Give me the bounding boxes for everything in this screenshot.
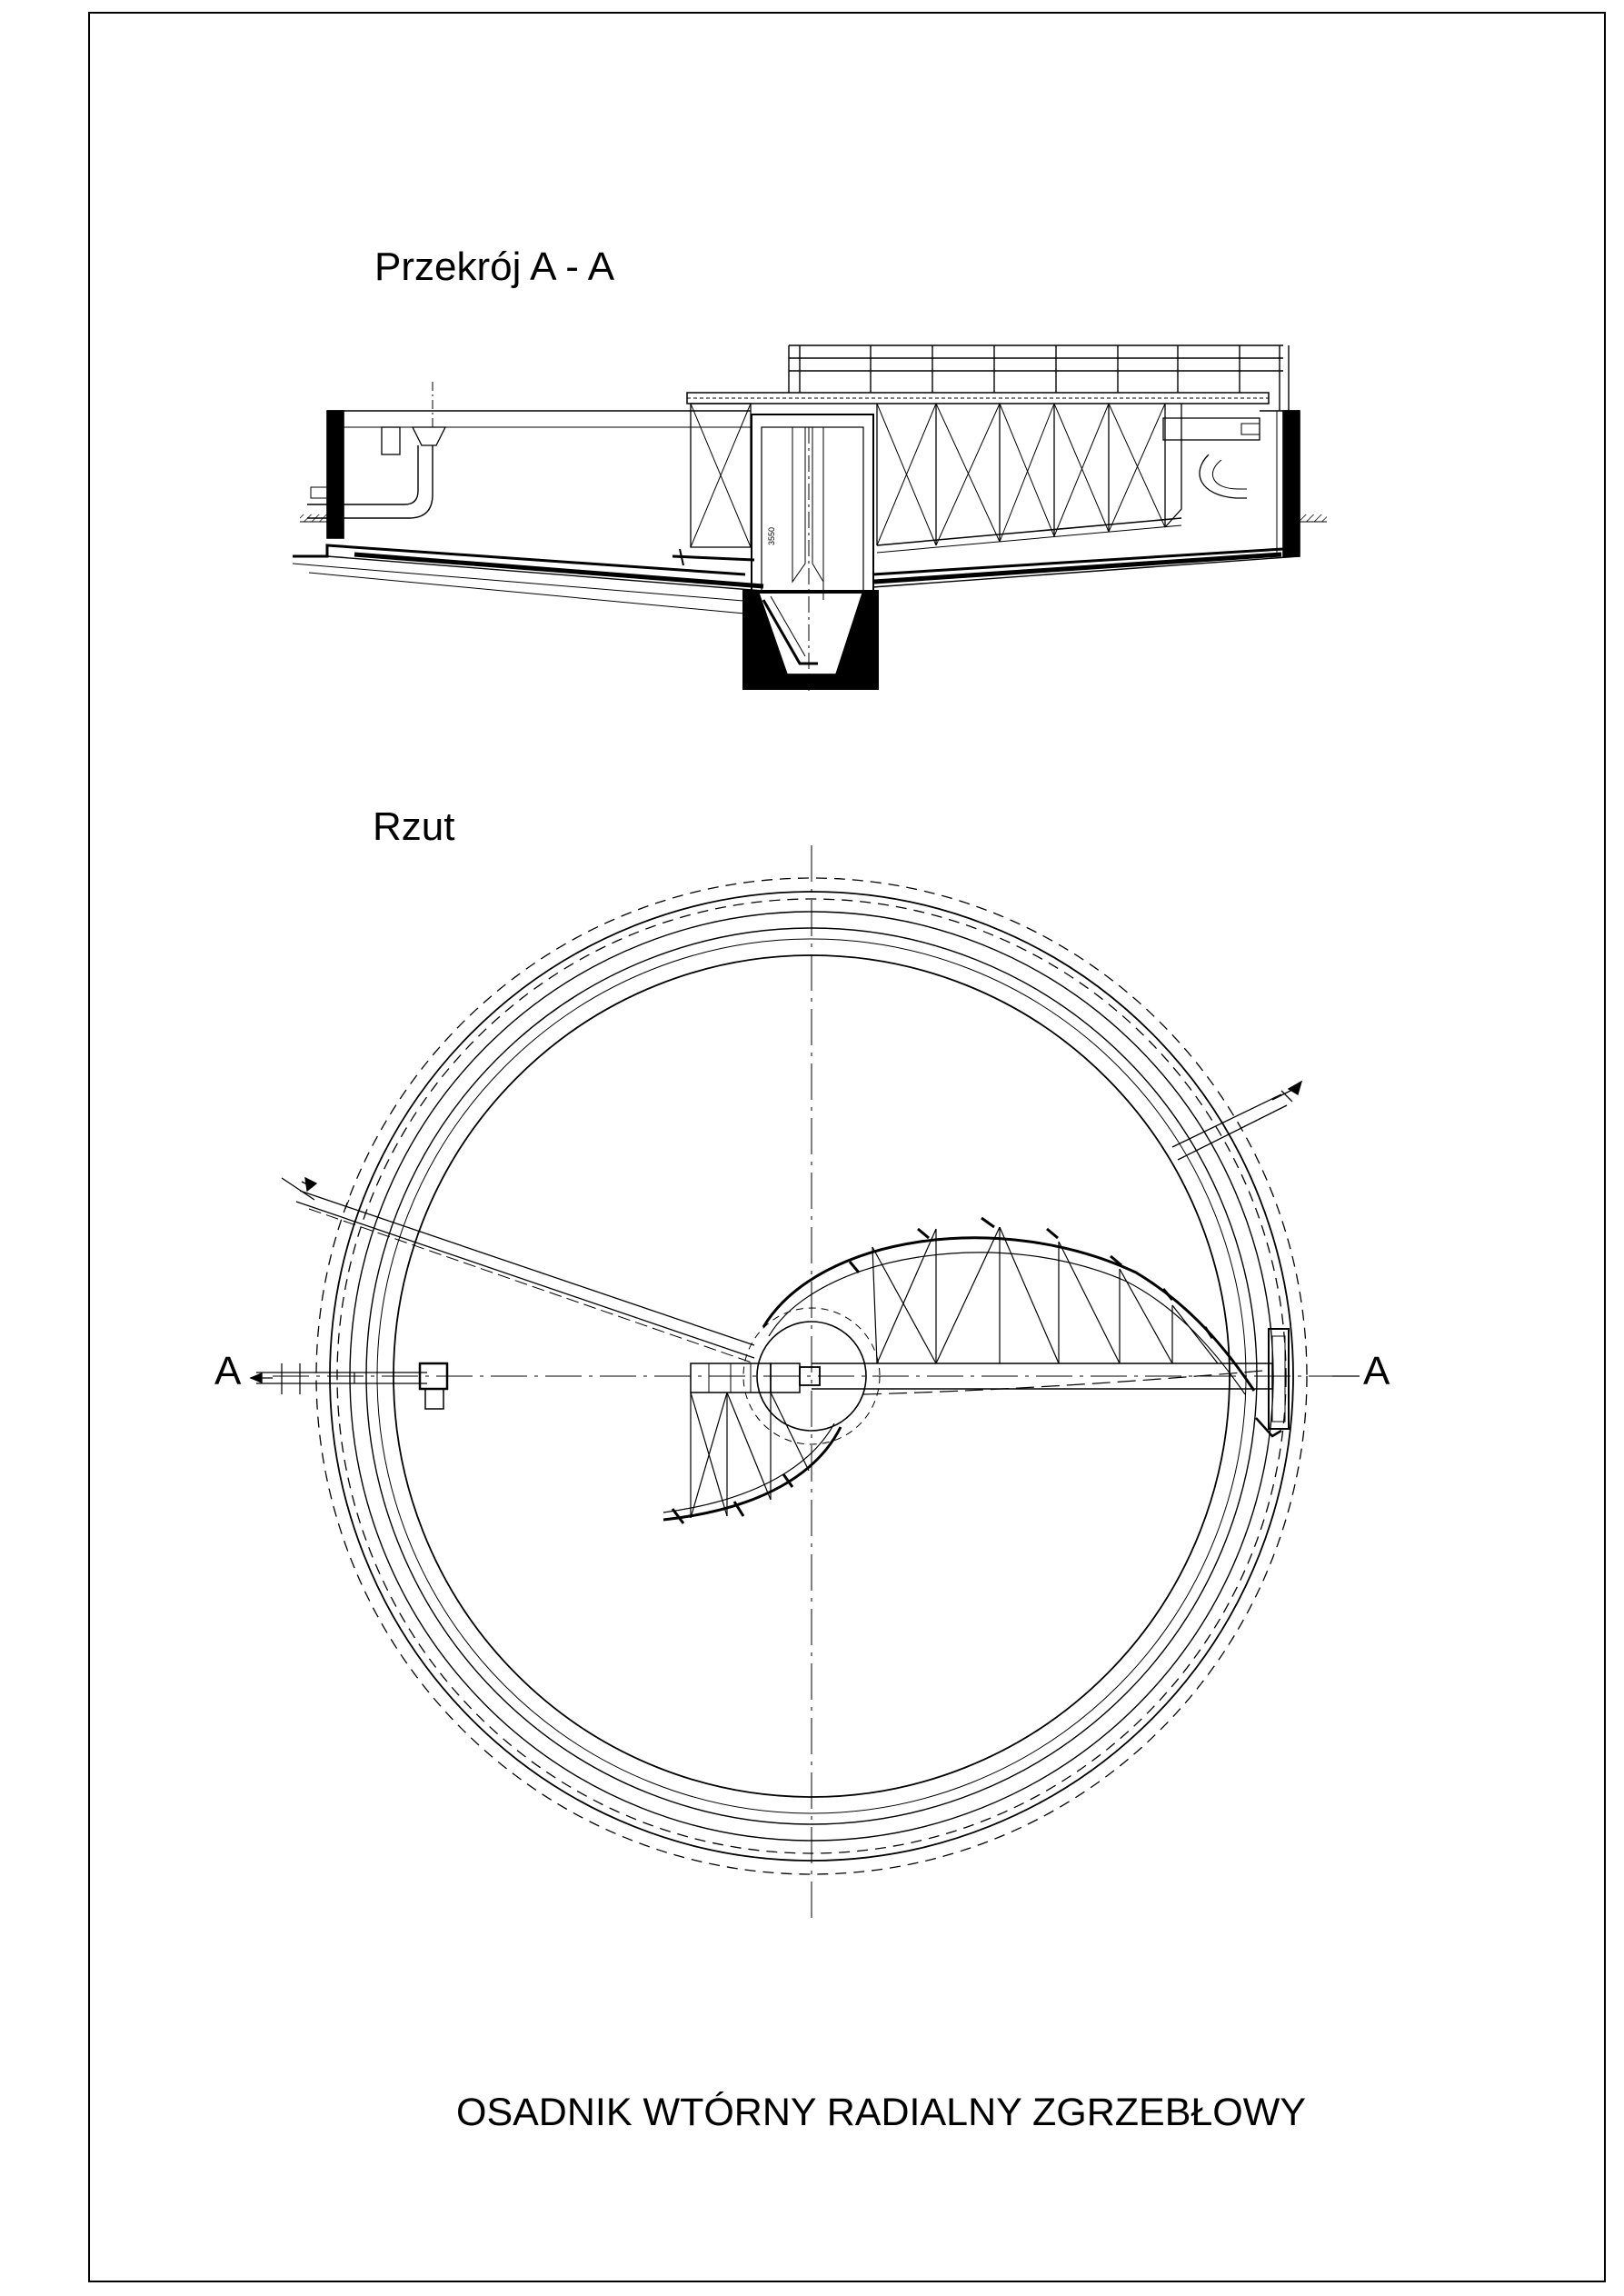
scraper-arm-upper <box>762 1236 1256 1392</box>
right-wall <box>1282 410 1300 557</box>
plan-title: Rzut <box>373 804 455 849</box>
scraper-arm-lower <box>663 1426 842 1522</box>
section-dimension-label: 3550 <box>767 527 776 545</box>
drive-unit <box>1268 1328 1290 1430</box>
left-wall <box>326 410 344 539</box>
plan-drawing <box>256 845 1345 1918</box>
center-well <box>756 1321 867 1432</box>
handrail <box>788 344 1290 411</box>
sheet-frame <box>88 12 1606 2282</box>
drawing-title: OSADNIK WTÓRNY RADIALNY ZGRZEBŁOWY <box>456 2091 1306 2134</box>
bridge-deck <box>686 392 1270 404</box>
scraper-truss <box>876 403 1182 554</box>
section-title: Przekrój A - A <box>374 245 615 289</box>
section-marker-right: A <box>1363 1349 1390 1393</box>
inlet-pipe <box>299 1190 755 1346</box>
section-drawing <box>292 344 1327 691</box>
outer-dashed-ring <box>315 877 1308 1875</box>
section-markers <box>249 1080 1360 1383</box>
outlet-pipe <box>1171 1093 1282 1148</box>
section-marker-left: A <box>214 1349 242 1393</box>
